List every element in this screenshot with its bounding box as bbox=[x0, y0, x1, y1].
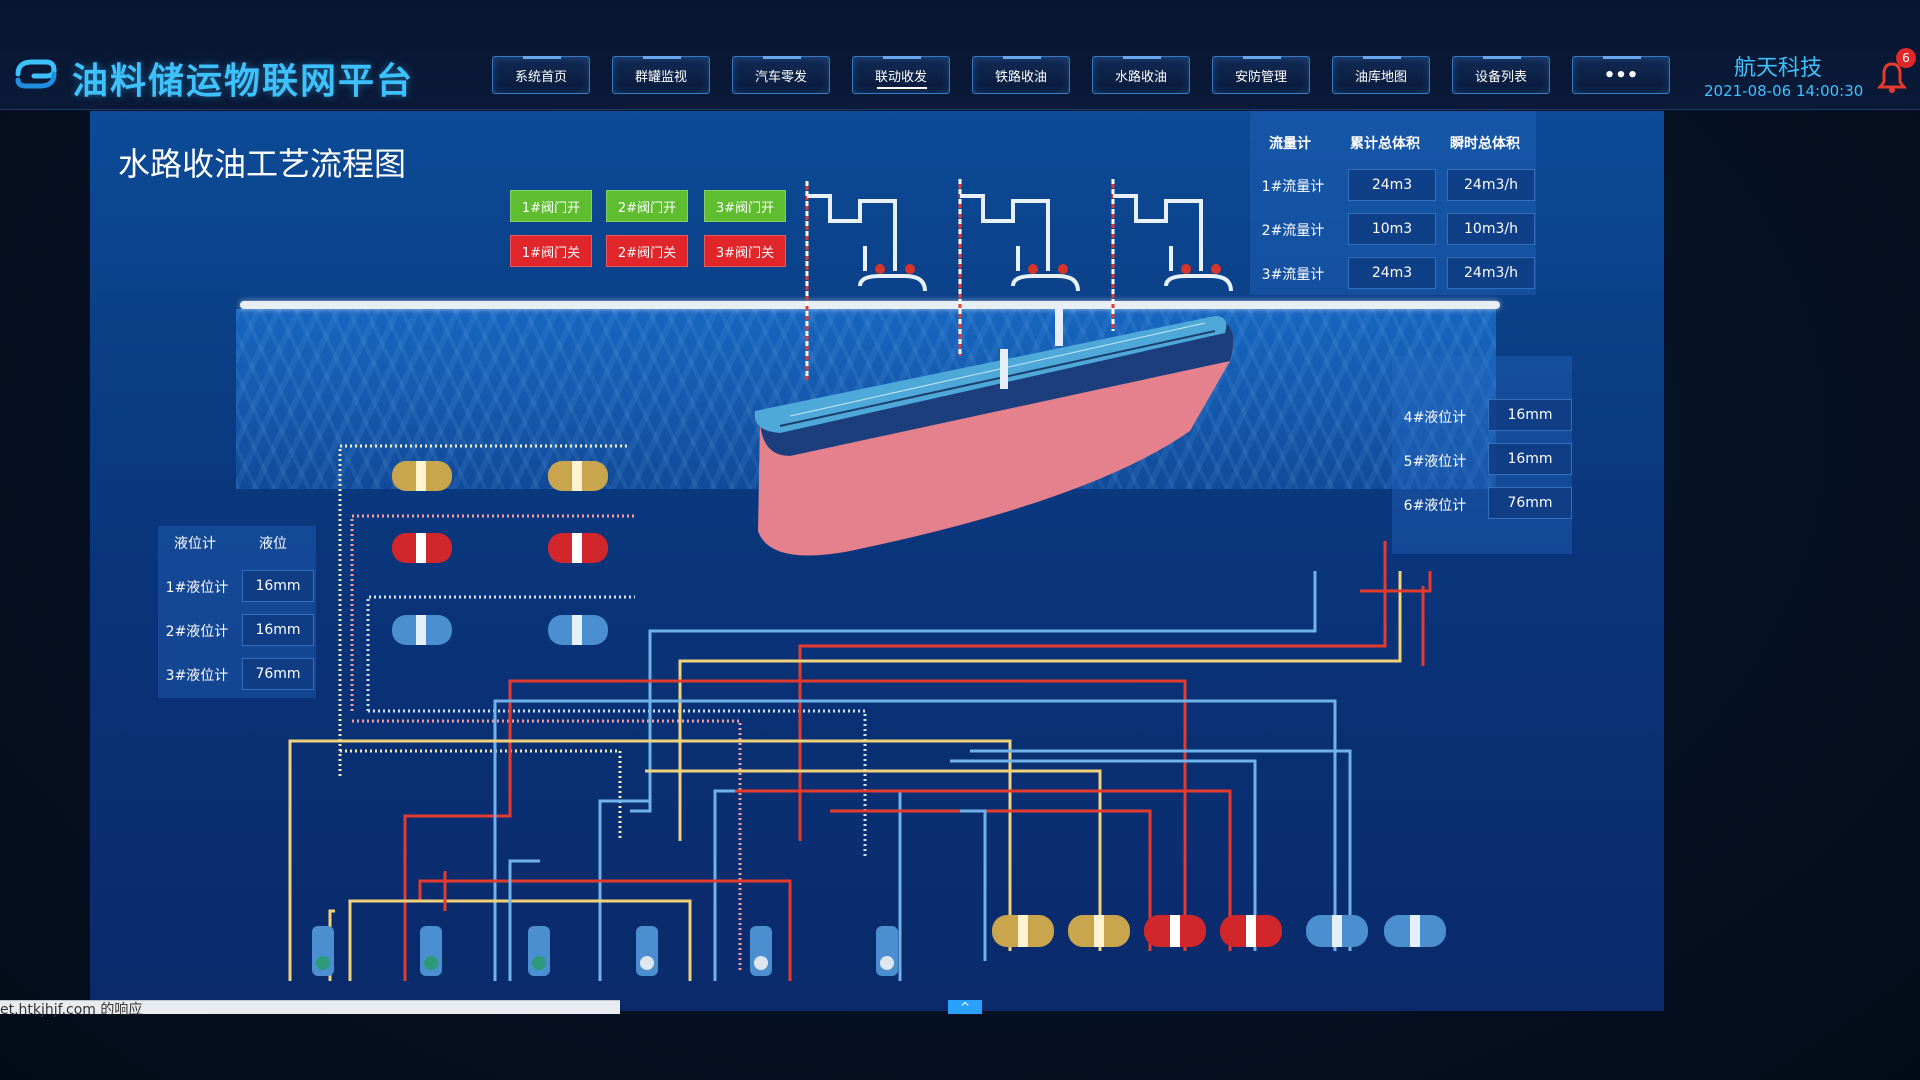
nav-waterway[interactable]: 水路收油 bbox=[1092, 56, 1190, 94]
brand-name: 航天科技 bbox=[1734, 56, 1823, 81]
current-datetime: 2021-08-06 14:00:30 bbox=[1704, 82, 1864, 100]
flow-row-3-instant: 24m3/h bbox=[1447, 257, 1535, 289]
nav-linkage[interactable]: 联动收发 bbox=[852, 56, 950, 94]
chevron-up-icon: ^ bbox=[959, 1000, 971, 1014]
tank-group-yellow bbox=[392, 461, 608, 491]
valve-1-open-button[interactable]: 1#阀门开 bbox=[510, 190, 592, 222]
flow-header-instant: 瞬时总体积 bbox=[1450, 136, 1520, 152]
nav-device-list[interactable]: 设备列表 bbox=[1452, 56, 1550, 94]
dock-pipeline bbox=[240, 301, 1500, 309]
valve-2-open-button[interactable]: 2#阀门开 bbox=[606, 190, 688, 222]
app-title: 油料储运物联网平台 bbox=[72, 61, 415, 102]
level-1-value: 16mm bbox=[242, 570, 314, 602]
flow-row-3-total: 24m3 bbox=[1348, 257, 1436, 289]
level-6-name: 6#液位计 bbox=[1403, 498, 1467, 514]
oil-tanker-ship bbox=[754, 306, 1234, 556]
nav-depot-map[interactable]: 油库地图 bbox=[1332, 56, 1430, 94]
loading-arm-2 bbox=[958, 179, 1080, 356]
level-4-value: 16mm bbox=[1488, 399, 1572, 431]
nav-rail[interactable]: 铁路收油 bbox=[972, 56, 1070, 94]
loading-arm-3 bbox=[1111, 179, 1233, 331]
flow-row-1-total: 24m3 bbox=[1348, 169, 1436, 201]
tank-group-red bbox=[392, 533, 608, 563]
flow-row-2-instant: 10m3/h bbox=[1447, 213, 1535, 245]
level-header-meter: 液位计 bbox=[174, 536, 216, 552]
loading-arm-1 bbox=[805, 181, 927, 381]
level-2-value: 16mm bbox=[242, 614, 314, 646]
level-1-name: 1#液位计 bbox=[165, 580, 229, 596]
page-title: 水路收油工艺流程图 bbox=[118, 145, 407, 183]
flow-row-3-name: 3#流量计 bbox=[1261, 267, 1325, 283]
storage-tanks-bottom bbox=[992, 915, 1446, 947]
level-5-value: 16mm bbox=[1488, 443, 1572, 475]
level-5-name: 5#液位计 bbox=[1403, 454, 1467, 470]
pump-units bbox=[312, 926, 898, 976]
level-4-name: 4#液位计 bbox=[1403, 410, 1467, 426]
flow-row-1-instant: 24m3/h bbox=[1447, 169, 1535, 201]
flow-header-total: 累计总体积 bbox=[1350, 136, 1420, 152]
valve-3-close-button[interactable]: 3#阀门关 bbox=[704, 235, 786, 267]
flow-header-meter: 流量计 bbox=[1269, 136, 1311, 152]
level-6-value: 76mm bbox=[1488, 487, 1572, 519]
level-2-name: 2#液位计 bbox=[165, 624, 229, 640]
top-header: 油料储运物联网平台 系统首页 群罐监视 汽车零发 联动收发 铁路收油 水路收油 … bbox=[0, 0, 1920, 110]
waterway-process-scene: 水路收油工艺流程图 1#阀门开 2#阀门开 3#阀门开 1#阀门关 2#阀门关 … bbox=[90, 111, 1664, 1011]
tank-group-blue bbox=[392, 615, 608, 645]
flow-row-2-name: 2#流量计 bbox=[1261, 223, 1325, 239]
status-text: et.htkjhjf.com 的响应 bbox=[0, 1002, 143, 1018]
level-header-value: 液位 bbox=[259, 536, 287, 552]
bell-icon[interactable] bbox=[1876, 60, 1908, 94]
valve-2-close-button[interactable]: 2#阀门关 bbox=[606, 235, 688, 267]
valve-1-close-button[interactable]: 1#阀门关 bbox=[510, 235, 592, 267]
level-3-value: 76mm bbox=[242, 658, 314, 690]
browser-status-bar: et.htkjhjf.com 的响应 bbox=[0, 1000, 620, 1018]
scroll-top-button[interactable]: ^ bbox=[948, 1000, 982, 1014]
nav-security[interactable]: 安防管理 bbox=[1212, 56, 1310, 94]
level-3-name: 3#液位计 bbox=[165, 668, 229, 684]
nav-truck[interactable]: 汽车零发 bbox=[732, 56, 830, 94]
nav-home[interactable]: 系统首页 bbox=[492, 56, 590, 94]
flow-row-2-total: 10m3 bbox=[1348, 213, 1436, 245]
notification-badge: 6 bbox=[1896, 48, 1916, 68]
process-diagram bbox=[288, 179, 1446, 981]
logo-icon bbox=[15, 59, 57, 89]
nav-tank-monitor[interactable]: 群罐监视 bbox=[612, 56, 710, 94]
valve-3-open-button[interactable]: 3#阀门开 bbox=[704, 190, 786, 222]
flow-row-1-name: 1#流量计 bbox=[1261, 179, 1325, 195]
nav-more[interactable]: ••• bbox=[1572, 56, 1670, 94]
